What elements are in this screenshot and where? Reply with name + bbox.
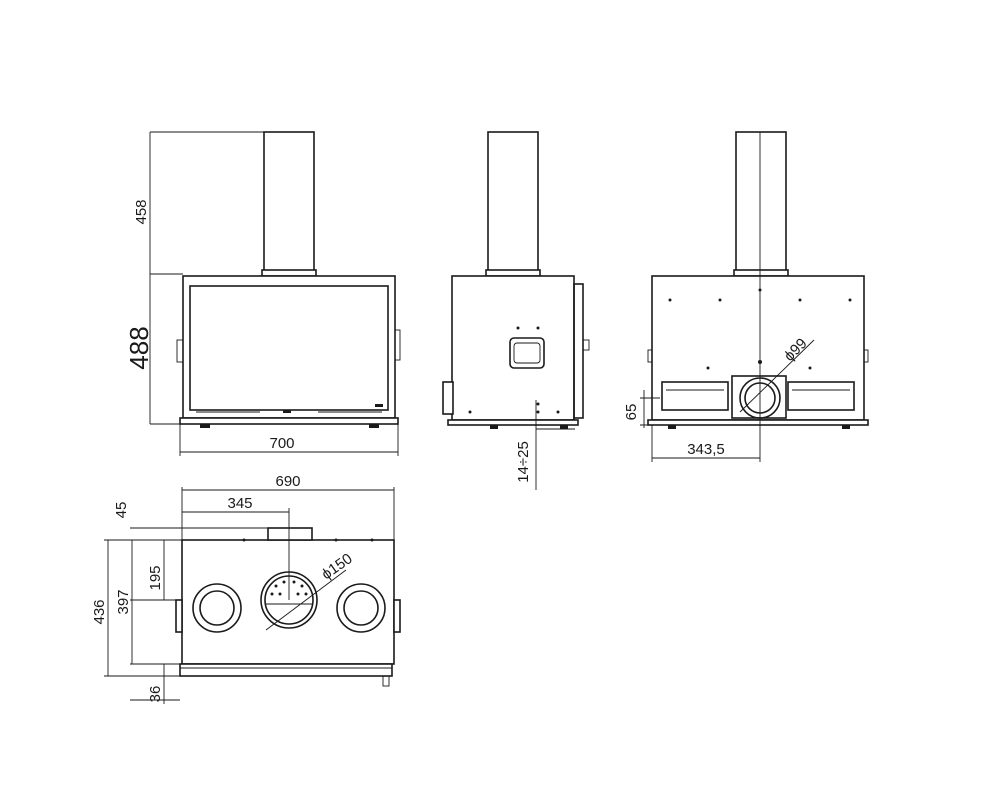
top-front-depth-label: 36 [147,686,164,703]
side-flue-pipe [487,131,539,275]
side-foot-adjust-label: 14÷25 [515,441,532,483]
front-base [179,417,399,425]
top-right-air-inlet [336,583,386,633]
rear-air-inlet-height-label: 65 [623,404,640,421]
top-view: 690 345 45 195 436 397 36 ϕ150 [91,473,401,704]
top-back-offset-label: 45 [113,502,130,519]
top-flue-offset-label: 345 [227,495,252,512]
rear-flue-pipe [735,131,787,275]
top-width-label: 690 [275,473,300,490]
top-body-depth-label: 397 [115,589,132,614]
top-total-depth-label: 436 [91,599,108,624]
side-body [451,275,575,421]
front-flue-height-label: 458 [133,199,150,224]
front-view: 458 488 700 [124,131,401,456]
front-flue-collar [261,269,317,277]
front-flue-pipe [263,131,315,275]
front-width-label: 700 [269,435,294,452]
rear-view: 343,5 65 ϕ99 [623,131,869,462]
top-left-air-inlet [192,583,242,633]
front-body-height-label: 488 [124,326,154,369]
side-view: 14÷25 [442,131,590,490]
rear-body [651,275,865,421]
top-flue-depth-label: 195 [147,565,164,590]
top-body [181,539,395,665]
side-handle [509,337,545,369]
front-body [182,275,396,419]
rear-flue-offset-label: 343,5 [687,441,725,458]
